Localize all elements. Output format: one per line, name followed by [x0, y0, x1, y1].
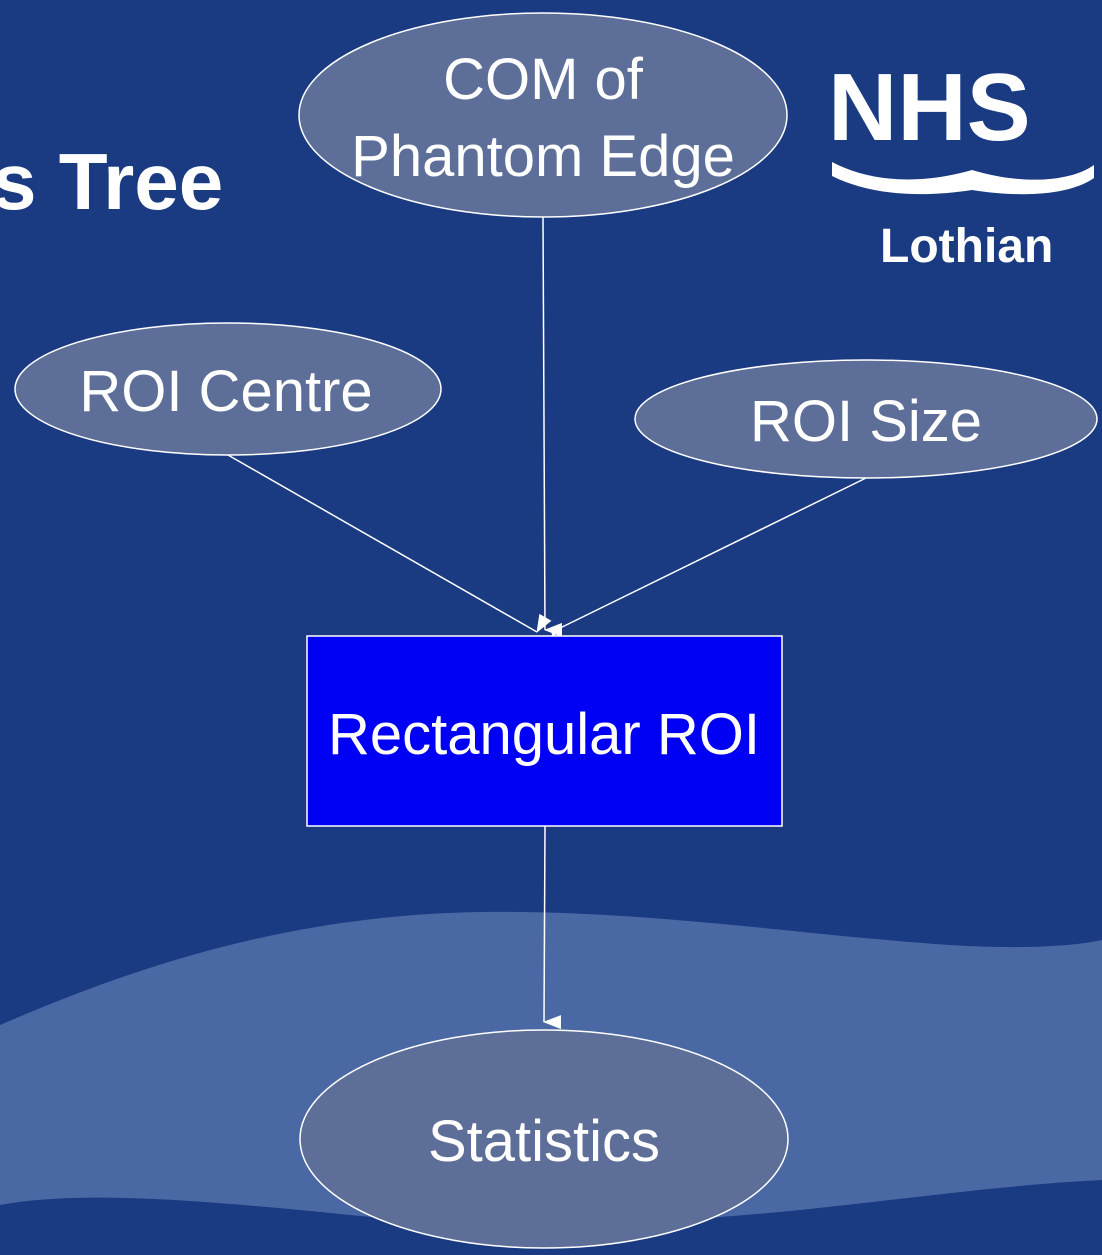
node-statistics-label: Statistics [428, 1109, 660, 1174]
node-com-label-line2: Phantom Edge [351, 124, 735, 189]
node-statistics: Statistics [299, 1029, 789, 1249]
edge-centre-to-rect [227, 454, 552, 633]
node-rectangular-roi: Rectangular ROI [306, 635, 783, 827]
logo-main-text: NHS [828, 54, 1031, 161]
nhs-lothian-logo: NHS Lothian [828, 54, 1094, 273]
node-roi-size: ROI Size [634, 359, 1098, 479]
slide-title: s Tree [0, 137, 223, 226]
edge-size-to-rect [551, 477, 867, 651]
node-roi-size-label: ROI Size [750, 389, 982, 454]
edge-rect-to-statistics [543, 825, 562, 1030]
logo-sub-text: Lothian [880, 220, 1053, 273]
logo-book-icon [832, 162, 1094, 195]
node-roi-centre-label: ROI Centre [79, 359, 372, 424]
node-com-label-line1: COM of [443, 47, 644, 112]
node-rectangular-roi-label: Rectangular ROI [328, 702, 760, 767]
node-com-phantom-edge: COM of Phantom Edge [298, 12, 788, 218]
node-roi-centre: ROI Centre [14, 322, 442, 456]
edge-com-to-rect [542, 216, 563, 637]
